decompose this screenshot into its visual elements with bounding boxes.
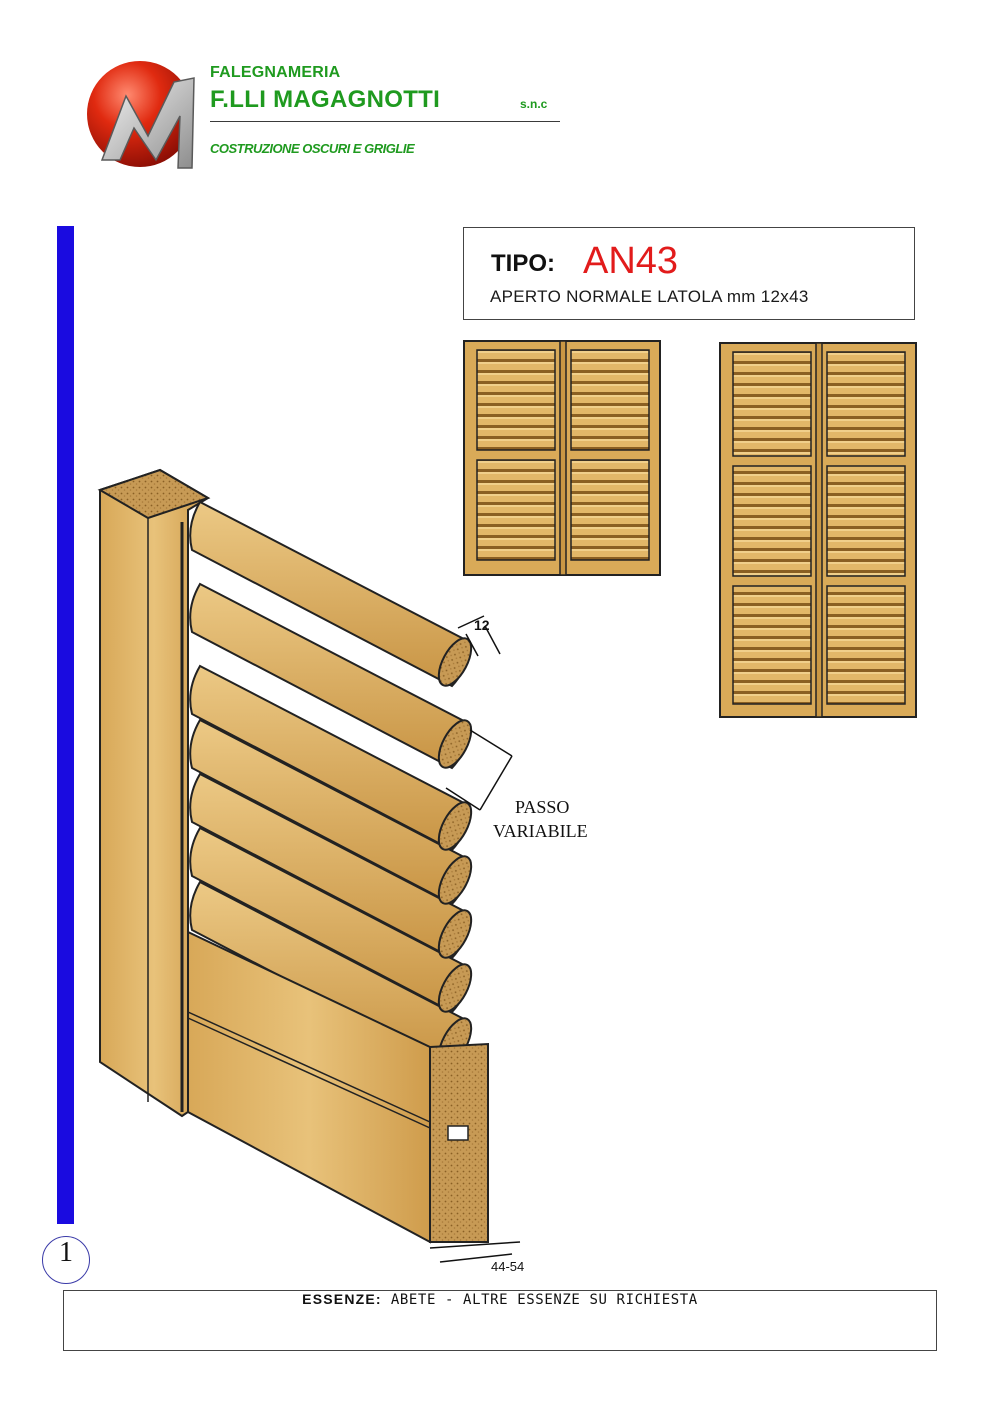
company-line-1: FALEGNAMERIA (210, 64, 341, 81)
footer-text: ABETE - ALTRE ESSENZE SU RICHIESTA (390, 1292, 698, 1308)
header-divider (210, 121, 560, 122)
footer-label: ESSENZE: (302, 1291, 382, 1307)
company-suffix: s.n.c (520, 97, 548, 111)
page-number: 1 (42, 1236, 90, 1284)
pitch-label-line1: PASSO (515, 797, 570, 817)
type-code: AN43 (583, 240, 679, 282)
company-logo-icon (87, 61, 195, 169)
type-label: TIPO: (491, 250, 556, 277)
pitch-label-line2: VARIABILE (493, 821, 588, 841)
type-description: APERTO NORMALE LATOLA mm 12x43 (490, 287, 809, 306)
type-box (463, 227, 915, 320)
company-tagline: COSTRUZIONE OSCURI E GRIGLIE (210, 141, 415, 156)
shutter-three-panel-drawing (719, 342, 917, 718)
slat-thickness-dimension: 12 (474, 617, 490, 633)
shutter-two-panel-drawing (463, 340, 661, 576)
company-name: F.LLI MAGAGNOTTI (210, 86, 441, 113)
side-accent-bar (57, 226, 74, 1224)
footer-box: ESSENZE: ABETE - ALTRE ESSENZE SU RICHIE… (63, 1290, 937, 1351)
louvre-section-drawing (97, 468, 521, 1263)
frame-thickness-dimension: 44-54 (491, 1259, 525, 1274)
